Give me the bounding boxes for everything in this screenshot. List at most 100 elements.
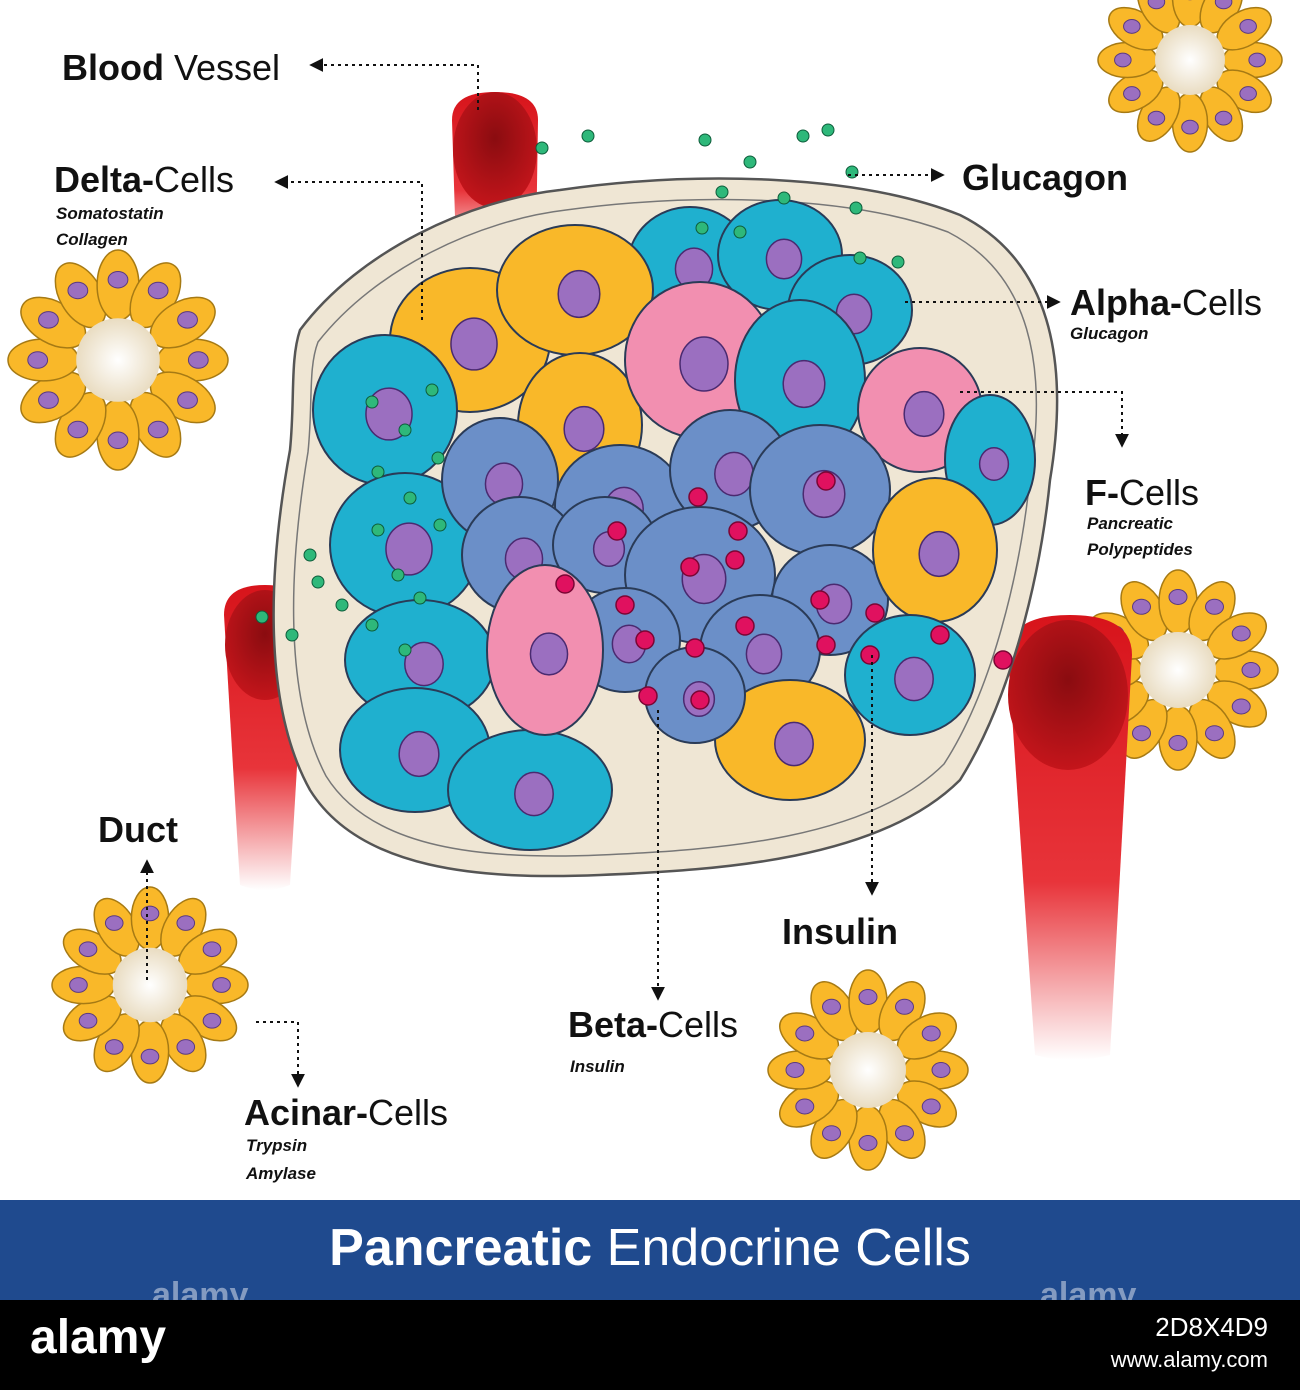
acinar-nucleus	[67, 420, 89, 439]
acinar-nucleus	[177, 311, 198, 329]
acinar-nucleus	[140, 1048, 160, 1065]
glucagon-granule	[365, 395, 379, 409]
acinar-nucleus	[107, 270, 129, 289]
islet-cells	[312, 199, 1036, 851]
label-blood-vessel-bold: Blood	[62, 47, 164, 88]
acinar-nucleus	[147, 281, 169, 300]
acinar-nucleus	[1214, 0, 1233, 10]
acinar-cluster	[7, 249, 229, 471]
alpha-cell	[844, 614, 976, 736]
label-f-sub1: Pancreatic	[1087, 514, 1173, 533]
glucagon-granule	[849, 201, 863, 215]
glucagon-granule	[433, 518, 447, 532]
acinar-nucleus	[822, 1125, 841, 1142]
acinar-nucleus	[1168, 589, 1188, 605]
acinar-lumen	[1140, 632, 1216, 708]
acinar-nucleus	[931, 1062, 951, 1078]
insulin-granule	[688, 487, 708, 507]
glucagon-granule	[431, 451, 445, 465]
cell-nucleus	[385, 522, 433, 576]
acinar-nucleus	[921, 1098, 941, 1115]
label-insulin: Insulin	[782, 911, 898, 952]
acinar-nucleus	[1168, 735, 1188, 751]
glucagon-granule	[853, 251, 867, 265]
acinar-nucleus	[27, 351, 49, 369]
label-alpha-sub1: Glucagon	[1070, 324, 1149, 343]
acinar-nucleus	[177, 391, 198, 409]
watermark-right: alamy	[1040, 1276, 1137, 1300]
acinar-nucleus	[78, 941, 98, 958]
acinar-nucleus	[1123, 86, 1141, 101]
label-beta-bold: Beta-	[568, 1004, 659, 1045]
label-blood-vessel-rest: Vessel	[163, 47, 281, 88]
cell-nucleus	[745, 633, 783, 675]
acinar-nucleus	[107, 431, 129, 450]
acinar-nucleus	[1132, 725, 1151, 742]
acinar-nucleus	[140, 905, 160, 922]
glucagon-granule	[391, 568, 405, 582]
acinar-cluster	[1097, 0, 1283, 153]
glucagon-granule	[311, 575, 325, 589]
delta-cell	[714, 679, 866, 801]
acinar-nucleus	[1214, 110, 1233, 126]
insulin-granule	[615, 595, 635, 615]
watermark-left: alamy	[152, 1276, 249, 1300]
blood-vessel-right	[1008, 615, 1132, 1060]
acinar-nucleus	[78, 1012, 98, 1029]
acinar-lumen	[1155, 25, 1225, 95]
glucagon-granule	[371, 523, 385, 537]
acinar-nucleus	[895, 1125, 914, 1142]
acinar-lumen	[112, 947, 188, 1023]
acinar-nucleus	[38, 391, 59, 409]
insulin-granule	[810, 590, 830, 610]
page-title: Pancreatic Endocrine Cells	[0, 1218, 1300, 1278]
label-blood-vessel: Blood Vessel	[62, 48, 280, 88]
leader-lines	[140, 58, 1129, 1088]
acinar-nucleus	[1205, 725, 1224, 742]
insulin-granule	[690, 690, 710, 710]
title-bar	[0, 1200, 1300, 1300]
glucagon-granule	[845, 165, 859, 179]
glucagon-granule	[255, 610, 269, 624]
cell-nucleus	[557, 269, 601, 319]
watermark-strip: alamy alamy	[0, 1276, 1300, 1300]
glucagon-granule	[535, 141, 549, 155]
leader-acinar	[256, 1021, 305, 1088]
glucagon-granule	[398, 423, 412, 437]
acinar-nucleus	[176, 915, 196, 931]
acinar-nucleus	[1248, 52, 1266, 68]
glucagon-granule	[285, 628, 299, 642]
cell-nucleus	[774, 721, 814, 767]
glucagon-granule	[733, 225, 747, 239]
alpha-cell	[344, 599, 496, 721]
label-alpha-bold: Alpha-	[1070, 282, 1182, 323]
acinar-nucleus	[1123, 19, 1141, 34]
glucagon-granule	[335, 598, 349, 612]
cell-nucleus	[765, 238, 803, 280]
acinar-nucleus	[1205, 598, 1224, 615]
label-beta-cells: Beta-Cells	[568, 1005, 738, 1045]
hormone-granules	[255, 123, 1013, 710]
label-delta-bold: Delta-	[54, 159, 155, 200]
acinar-nucleus	[858, 1135, 878, 1151]
label-alpha-rest: Cells	[1182, 282, 1263, 323]
delta-cell	[496, 224, 654, 356]
glucagon-granule	[777, 191, 791, 205]
acinar-lumen	[76, 318, 160, 402]
acinar-nucleus	[1231, 698, 1251, 715]
alpha-cell	[734, 299, 866, 461]
acinar-nucleus	[104, 1039, 124, 1055]
acinar-nucleus	[1239, 86, 1257, 101]
label-beta-rest: Cells	[658, 1004, 739, 1045]
label-acinar-cells: Acinar-Cells	[244, 1093, 448, 1133]
glucagon-granule	[371, 465, 385, 479]
cell-nucleus	[782, 359, 826, 409]
label-duct: Duct	[98, 809, 178, 850]
insulin-granule	[816, 635, 836, 655]
glucagon-granule	[715, 185, 729, 199]
cell-nucleus	[514, 771, 554, 817]
acinar-nucleus	[795, 1025, 815, 1042]
insulin-granule	[685, 638, 705, 658]
acinar-nucleus	[202, 941, 222, 958]
label-acinar-sub2: Amylase	[246, 1164, 316, 1183]
